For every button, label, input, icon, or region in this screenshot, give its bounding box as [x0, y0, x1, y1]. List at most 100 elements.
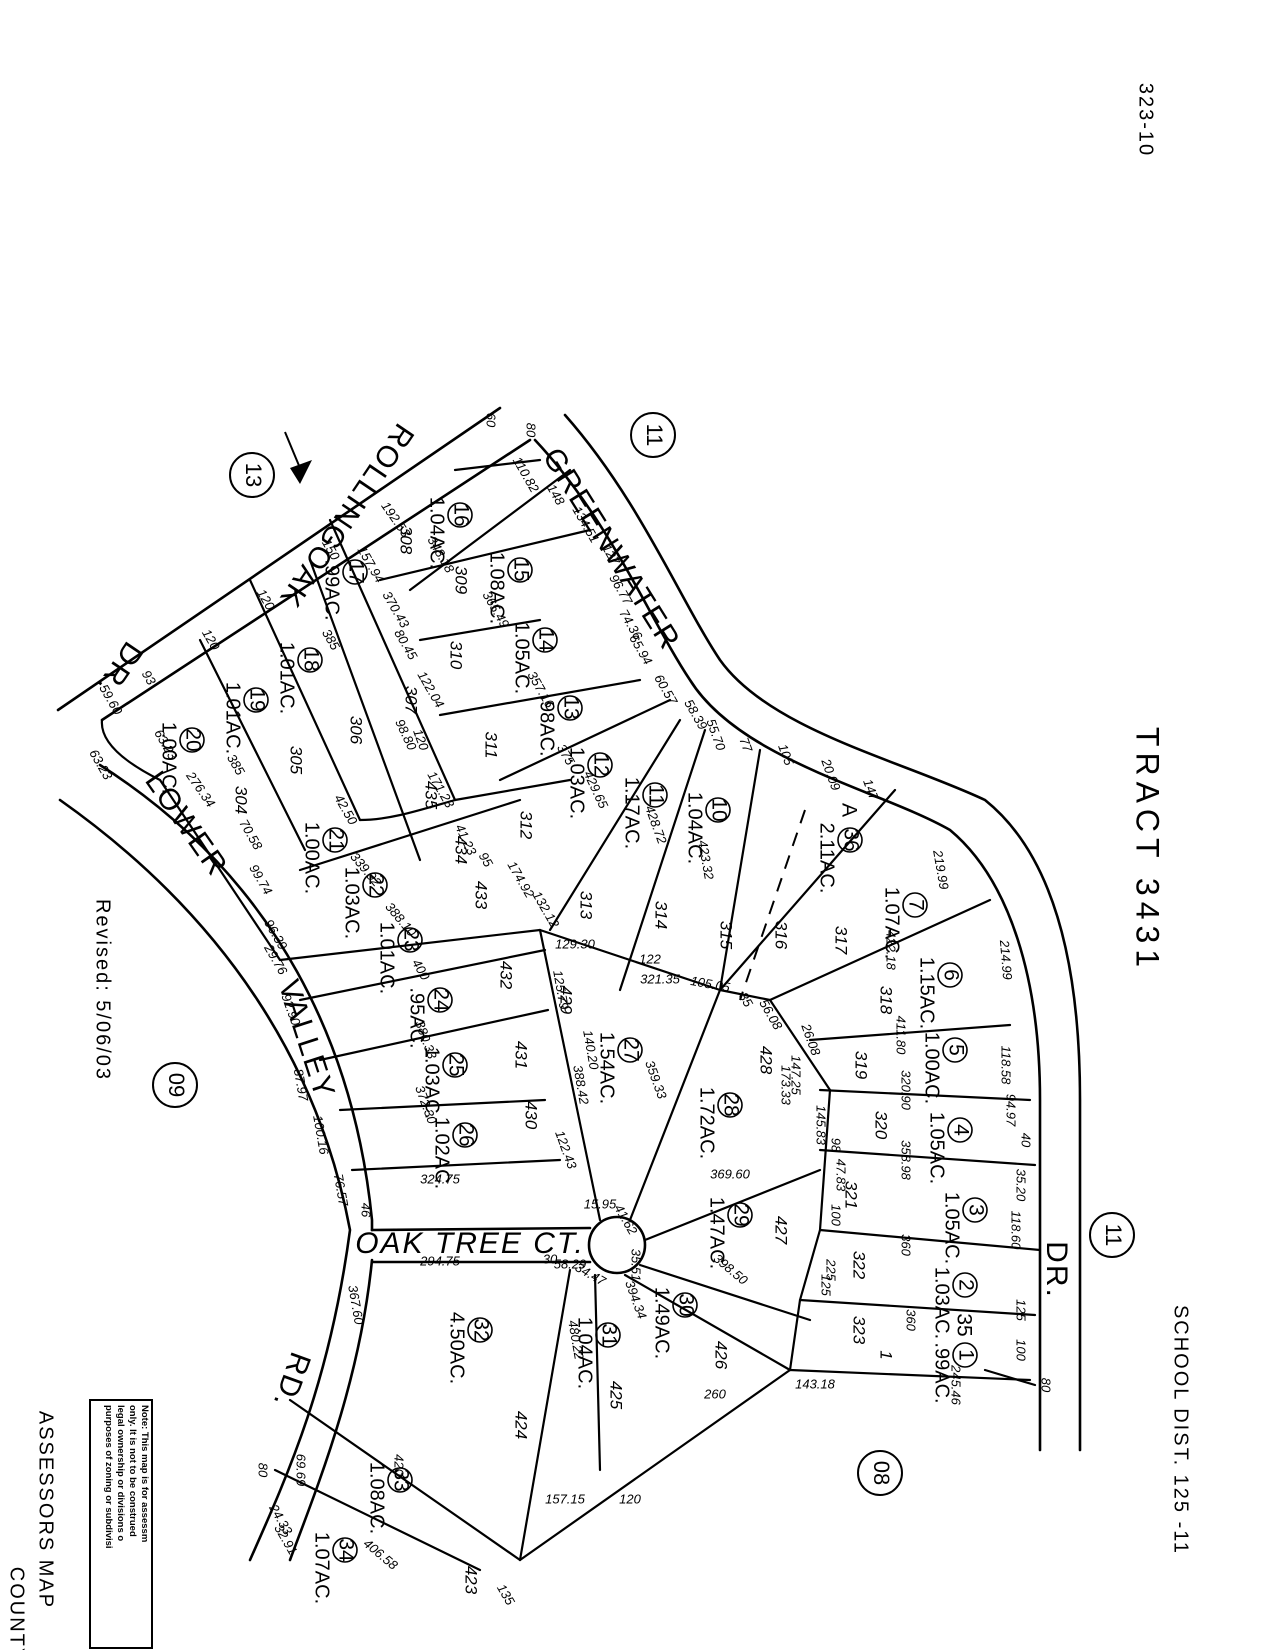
assessors-map-title: ASSESSORS MAP — [35, 1411, 57, 1609]
dimension-42872: 428.72 — [642, 803, 670, 846]
dimension-14583: 145.83 — [814, 1105, 829, 1146]
dimension-12930: 129.30 — [555, 936, 596, 951]
parcel-4-number: 4 — [949, 1124, 972, 1136]
lot-304: 304 — [232, 786, 251, 814]
parcel-2-number: 2 — [954, 1279, 977, 1291]
parcel-29-acres: 1.47AC. — [706, 1197, 728, 1269]
dimension-39434: 394.34 — [622, 1278, 650, 1320]
dimension-360b: 360 — [904, 1309, 919, 1331]
lot-316: 316 — [772, 921, 791, 950]
parcel-12-number: 12 — [589, 753, 612, 776]
dimension-10016: 100.16 — [310, 1114, 332, 1157]
revised-date: Revised: 5/06/03 — [92, 899, 114, 1081]
lot-307: 307 — [402, 686, 421, 715]
dimension-17333: 173.33 — [779, 1065, 794, 1106]
svg-text:legal ownership or divisions o: legal ownership or divisions o — [115, 1405, 126, 1541]
dimension-80a: 80 — [524, 423, 539, 438]
lot-311: 311 — [482, 731, 501, 758]
parcel-13-acres: .98AC. — [536, 695, 558, 756]
dimension-77: 77 — [736, 735, 755, 754]
dimension-41180: 411.80 — [894, 1016, 909, 1056]
parcel-11-number: 11 — [644, 784, 667, 806]
parcel-14-circle — [532, 627, 558, 653]
parcel-31-acres: 1.04AC. — [574, 1317, 596, 1389]
dimension-35: 35 — [736, 989, 757, 1010]
dimension-12579: 125.79 — [550, 969, 572, 1011]
lot-425: 425 — [607, 1381, 626, 1410]
dimension-125a: 125 — [1014, 1299, 1029, 1321]
lot-317: 317 — [832, 926, 851, 955]
parcel-21-acres: 1.00AC. — [301, 822, 323, 894]
parcel-36-circle — [837, 827, 863, 853]
lot-322: 322 — [850, 1251, 869, 1280]
dimension-98: 98 — [829, 1138, 844, 1153]
parcel-19-acres: 1.01AC. — [222, 682, 244, 754]
dimension-32475: 324.75 — [420, 1171, 461, 1186]
dimension-46: 46 — [359, 1203, 374, 1218]
dimension-29475: 294.75 — [419, 1253, 461, 1268]
parcel-18-circle — [297, 647, 323, 673]
tract-title: TRACT 3431 — [1130, 727, 1166, 973]
parcel-32-circle — [467, 1317, 493, 1343]
dimension-5608: 56.08 — [756, 997, 786, 1033]
dimension-11860: 118.60 — [1009, 1211, 1024, 1251]
parcel-34-circle — [332, 1537, 358, 1563]
parcel-21-number: 21 — [324, 828, 347, 851]
parcel-22-number: 22 — [364, 873, 387, 896]
dimension-9974: 99.74 — [246, 862, 275, 898]
dimension-15715: 157.15 — [545, 1491, 586, 1506]
lot-429: 429 — [557, 986, 576, 1015]
lot-423: 423 — [462, 1566, 481, 1595]
lot-432: 432 — [497, 961, 516, 990]
dimension-3447: 34.47 — [573, 1259, 609, 1289]
dimension-40: 40 — [1019, 1133, 1034, 1148]
lot-433: 433 — [472, 881, 491, 910]
parcel-27-acres: 1.54AC. — [596, 1032, 618, 1104]
dimension-3291: 32.91 — [271, 1522, 300, 1558]
dimension-5829: 58.29 — [554, 1256, 587, 1271]
dimension-135: 135 — [494, 1581, 518, 1608]
parcel-14-acres: 1.05AC. — [511, 622, 533, 694]
street-oak-tree-ct: OAK TREE CT. — [355, 1227, 585, 1260]
street-rd: RD. — [266, 1348, 317, 1413]
lot-323: 323 — [850, 1316, 869, 1345]
parcel-25-circle — [442, 1052, 468, 1078]
dimension-147: 147 — [860, 777, 882, 803]
parcel-19-circle — [243, 687, 269, 713]
dimension-105: 105 — [775, 742, 797, 768]
svg-text:08: 08 — [869, 1461, 894, 1485]
parcel-23-number: 23 — [399, 928, 422, 951]
dimension-400: 400 — [409, 956, 433, 983]
dimension-120c: 120 — [410, 727, 432, 753]
dimension-420: 420 — [392, 1454, 407, 1476]
svg-text:09: 09 — [164, 1073, 189, 1097]
dimension-32135: 321.35 — [640, 971, 681, 986]
parcel-31-number: 31 — [597, 1323, 620, 1346]
parcel-7-circle — [902, 892, 928, 918]
dimension-385b: 385 — [224, 751, 248, 778]
dimension-3520: 35.20 — [1014, 1169, 1029, 1202]
parcel-3-circle — [962, 1197, 988, 1223]
dimension-12243: 122.43 — [552, 1128, 580, 1171]
dimension-13212: 132.12 — [529, 888, 562, 931]
book-page-13: 13 — [229, 452, 275, 498]
dimension-4783: 47.83 — [834, 1159, 849, 1192]
book-page-08: 08 — [857, 1450, 903, 1496]
dimension-6969: 69.69 — [294, 1454, 309, 1487]
dimension-260: 260 — [703, 1386, 726, 1401]
parcel-27-number: 27 — [619, 1038, 642, 1061]
dimension-8045: 80.45 — [391, 627, 421, 663]
parcel-16-acres: 1.04AC. — [426, 497, 448, 569]
dimension-8797: 87.97 — [291, 1067, 312, 1102]
parcel-10-acres: 1.04AC. — [684, 792, 706, 864]
lot-428: 428 — [757, 1046, 776, 1075]
parcel-16-number: 16 — [449, 503, 472, 526]
dimension-6057: 60.57 — [651, 672, 681, 708]
dimension-120a: 120 — [254, 586, 278, 613]
dimension-100b: 100 — [829, 1204, 844, 1226]
dimension-35933: 359.33 — [642, 1058, 670, 1101]
dimension-3551: 35.51 — [629, 1249, 644, 1282]
parcel-23-acres: 1.01AC. — [376, 922, 398, 994]
parcel-4-circle — [947, 1117, 973, 1143]
